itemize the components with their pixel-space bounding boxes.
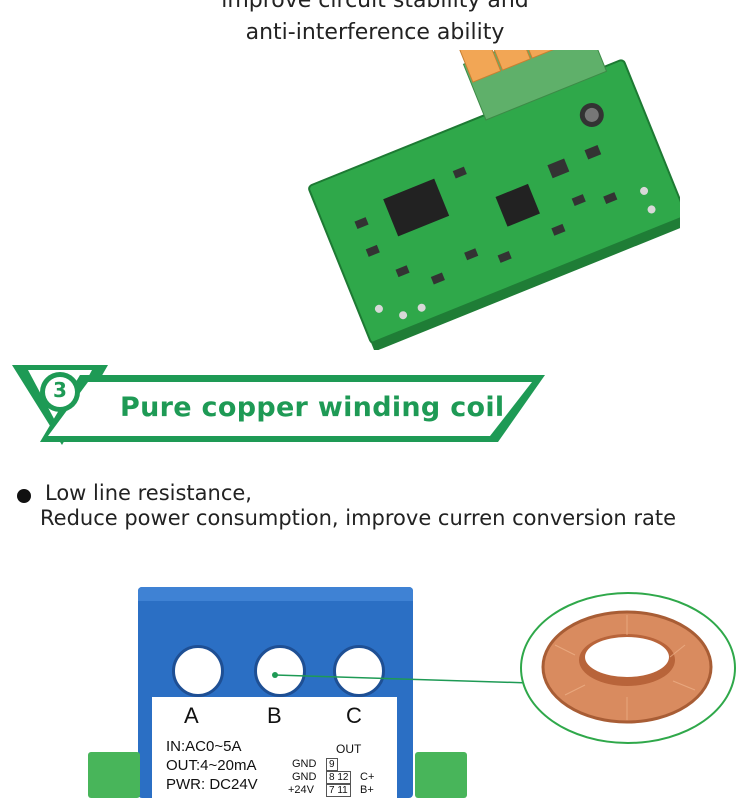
device-top-edge: [138, 587, 413, 601]
section-banner: [12, 365, 545, 445]
hole-c: [333, 645, 385, 697]
pin-1-nums: 9: [326, 758, 338, 771]
section-number: 3: [53, 378, 67, 402]
caption-line-2: anti-interference ability: [245, 20, 505, 45]
left-terminal: [88, 752, 140, 798]
hole-a: [172, 645, 224, 697]
hole-b: [254, 645, 306, 697]
copper-coil-image: [541, 610, 713, 724]
spec-pwr: PWR: DC24V: [166, 776, 258, 793]
hole-label-c: C: [346, 703, 362, 728]
section-title: Pure copper winding coil: [120, 392, 505, 423]
pin-3-left: +24V: [288, 784, 314, 796]
pointer-line: [272, 672, 531, 684]
hole-label-a: A: [184, 703, 199, 728]
bullet-icon: [17, 489, 31, 503]
pcb-board-image: [308, 50, 680, 350]
right-terminal: [415, 752, 467, 798]
pin-1-left: GND: [292, 758, 317, 770]
spec-out: OUT:4~20mA: [166, 757, 257, 774]
device-label: [152, 697, 397, 798]
caption-line-1: improve circuit stability and: [221, 0, 529, 13]
out-label: OUT: [336, 742, 362, 756]
spec-in: IN:AC0~5A: [166, 738, 242, 755]
pin-2-right: C+: [360, 771, 375, 783]
pin-2-left: GND: [292, 771, 317, 783]
pin-3-nums: 7 11: [326, 784, 351, 797]
hole-label-b: B: [267, 703, 282, 728]
pin-2-nums: 8 12: [326, 771, 352, 784]
bullet-line-1: Low line resistance,: [45, 481, 252, 505]
pin-3-right: B+: [360, 784, 374, 796]
bullet-line-2: Reduce power consumption, improve curren…: [40, 506, 677, 530]
